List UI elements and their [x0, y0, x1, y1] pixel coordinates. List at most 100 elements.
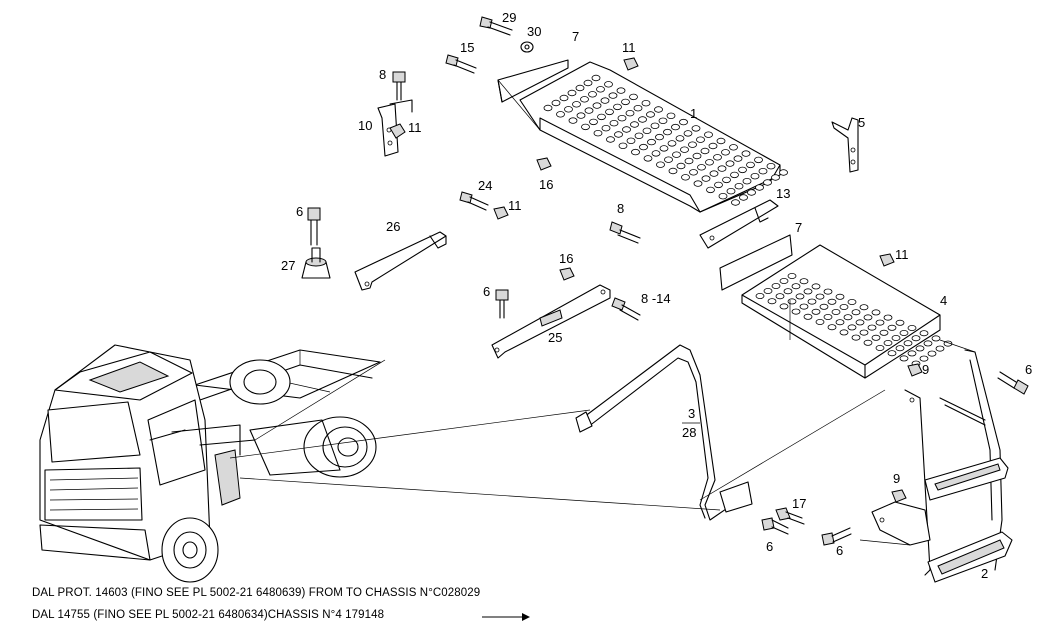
nut-9-lower	[891, 489, 907, 503]
tread-hole	[763, 179, 772, 186]
tread-hole	[688, 141, 697, 148]
tread-hole	[584, 107, 594, 114]
tread-hole	[696, 136, 705, 143]
tread-hole	[730, 171, 739, 179]
tread-hole	[693, 180, 703, 187]
bracket-step-lower	[871, 501, 931, 546]
callout-30: 30	[527, 24, 541, 39]
callout-10: 10	[358, 118, 372, 133]
tread-hole	[568, 117, 578, 124]
part-4-step-plate	[741, 244, 953, 379]
tread-hole	[899, 355, 909, 362]
callout-2: 2	[981, 566, 988, 581]
tread-hole	[755, 292, 765, 299]
tread-hole	[601, 124, 611, 132]
tread-hole	[754, 156, 763, 164]
callout-7-lower: 7	[795, 220, 802, 235]
tread-hole	[923, 340, 933, 347]
tread-hole	[875, 344, 885, 351]
tread-hole	[689, 169, 698, 176]
bolt-6-bottom-mid	[821, 527, 852, 546]
tread-hole	[633, 104, 643, 112]
tread-hole	[883, 314, 893, 321]
tread-hole	[919, 355, 929, 362]
tread-hole	[679, 118, 688, 126]
tread-hole	[716, 137, 726, 145]
tread-hole	[691, 125, 701, 132]
tread-hole	[811, 308, 821, 315]
tread-hole	[935, 345, 945, 352]
nut-11-at-10	[389, 123, 406, 139]
tread-hole	[580, 96, 589, 103]
bolt-8-upper	[392, 71, 406, 101]
nut-11-mid	[493, 206, 509, 220]
tread-hole	[887, 350, 897, 357]
callout-4: 4	[940, 293, 947, 308]
tread-hole	[725, 160, 735, 167]
nut-11-top	[623, 57, 639, 71]
tread-hole	[815, 293, 825, 300]
callout-6-bottom-left: 6	[766, 539, 773, 554]
tread-hole	[709, 170, 719, 177]
mount-27	[301, 247, 331, 279]
tread-hole	[863, 339, 873, 346]
tread-hole	[575, 84, 585, 92]
tread-hole	[556, 111, 565, 118]
tread-hole	[851, 309, 861, 316]
tread-hole	[726, 187, 736, 195]
tread-hole	[600, 97, 610, 104]
tread-hole	[604, 81, 613, 88]
tread-hole	[606, 136, 615, 143]
tread-hole	[704, 131, 713, 138]
tread-hole	[799, 303, 809, 310]
tread-hole	[651, 150, 661, 157]
tread-hole	[795, 293, 805, 300]
tread-hole	[576, 112, 586, 119]
tread-hole	[609, 119, 619, 127]
callout-9-lower: 9	[893, 471, 900, 486]
part-1-step-plate	[519, 61, 788, 213]
tread-hole	[551, 99, 561, 107]
tread-hole	[681, 174, 690, 181]
callout-16-upper: 16	[539, 177, 553, 192]
tread-hole	[831, 308, 841, 315]
tread-hole	[625, 109, 635, 117]
tread-hole	[779, 303, 789, 310]
tread-hole	[664, 156, 673, 163]
callout-6-right: 6	[1025, 362, 1032, 377]
callout-15: 15	[460, 40, 474, 55]
tread-hole	[614, 131, 623, 138]
tread-hole	[626, 137, 636, 144]
tread-hole	[656, 161, 665, 168]
callout-11-left: 11	[408, 120, 422, 135]
tread-hole	[572, 101, 581, 108]
washer-30	[520, 41, 534, 53]
callout-3: 3	[688, 406, 695, 421]
callout-17: 17	[792, 496, 806, 511]
tread-hole	[581, 123, 590, 131]
tread-hole	[747, 189, 756, 196]
tread-hole	[931, 335, 941, 342]
part-5-bracket	[831, 117, 859, 173]
part-13-bracket	[699, 199, 779, 249]
tread-hole	[827, 324, 837, 331]
tread-hole	[705, 159, 714, 166]
tread-hole	[731, 199, 740, 206]
tread-hole	[883, 339, 893, 346]
tread-hole	[791, 308, 801, 315]
callout-1: 1	[690, 106, 697, 121]
tread-hole	[593, 129, 603, 137]
tread-hole	[655, 133, 664, 141]
tread-hole	[787, 298, 797, 305]
part-26-bracket	[354, 231, 447, 291]
callout-9-upper: 9	[922, 362, 929, 377]
tread-hole	[616, 87, 626, 94]
part-7-lower-strip	[719, 234, 793, 291]
tread-hole	[668, 167, 678, 175]
callout-6-bottom-mid: 6	[836, 543, 843, 558]
tread-hole	[708, 142, 718, 150]
tread-hole	[634, 132, 644, 139]
tread-hole	[608, 92, 618, 99]
tread-hole	[767, 298, 777, 305]
tread-hole	[675, 135, 685, 142]
